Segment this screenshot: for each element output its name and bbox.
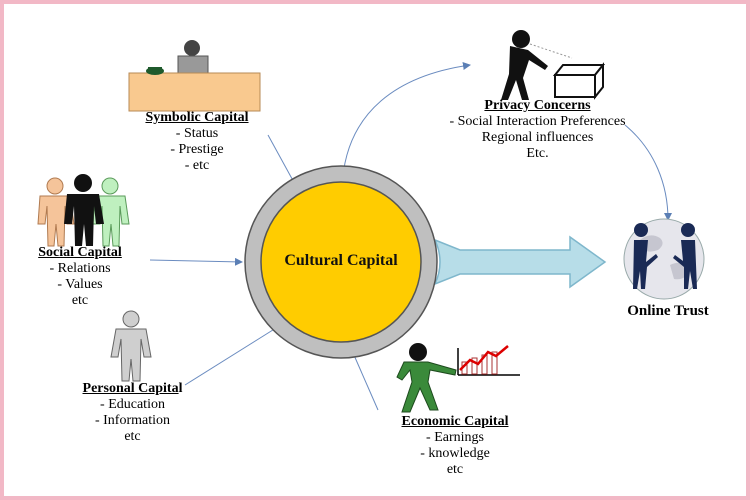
personal-item: - Education bbox=[100, 397, 165, 412]
symbolic-item: - Status bbox=[175, 126, 219, 141]
big-arrow-to-trust bbox=[433, 235, 607, 289]
social-capital-title: Social Capital bbox=[38, 245, 122, 260]
personal-capital-title: Personal Capita bbox=[82, 381, 179, 396]
grey-person-icon bbox=[110, 310, 152, 382]
economic-item: - Earnings bbox=[426, 430, 484, 445]
symbolic-item: - etc bbox=[184, 158, 210, 173]
arrow-privacy-to-trust bbox=[624, 124, 672, 221]
privacy-concerns-title: Privacy Concerns bbox=[484, 98, 591, 113]
social-item: - Values bbox=[57, 277, 103, 292]
desk-person-icon bbox=[128, 40, 261, 112]
person-box-icon bbox=[501, 30, 606, 100]
personal-item: etc bbox=[124, 429, 141, 444]
online-trust-label: Online Trust bbox=[627, 303, 709, 319]
arrow-social-to-center bbox=[149, 257, 243, 266]
privacy-item: - Social Interaction Preferences bbox=[449, 114, 626, 129]
economic-capital-block: Economic Capital - Earnings - knowledge … bbox=[370, 414, 540, 478]
privacy-item: Regional influences bbox=[481, 130, 594, 145]
green-person-chart-icon bbox=[396, 343, 520, 413]
personal-item: - Information bbox=[94, 413, 171, 428]
cultural-capital-label: Cultural Capital bbox=[284, 252, 398, 269]
economic-item: etc bbox=[446, 462, 464, 477]
economic-capital-title: Economic Capital bbox=[401, 414, 509, 429]
cultural-capital-circle bbox=[260, 181, 422, 343]
privacy-concerns-block: Privacy Concerns - Social Interaction Pr… bbox=[400, 98, 675, 162]
symbolic-capital-block: Symbolic Capital - Status - Prestige - e… bbox=[112, 110, 282, 174]
personal-capital-block: Personal Capital - Education - Informati… bbox=[55, 381, 210, 445]
online-trust-globe-icon bbox=[623, 218, 705, 300]
economic-item: - knowledge bbox=[420, 446, 490, 461]
personal-capital-title-tail: l bbox=[178, 381, 183, 396]
arrow-center-to-privacy bbox=[341, 62, 471, 189]
social-item: - Relations bbox=[49, 261, 111, 276]
three-people-icon bbox=[37, 174, 130, 247]
social-capital-block: Social Capital - Relations - Values etc bbox=[10, 245, 150, 309]
symbolic-item: - Prestige bbox=[170, 142, 224, 157]
privacy-item: Etc. bbox=[526, 146, 549, 161]
personal-capital-title-line: Personal Capital bbox=[55, 381, 210, 397]
symbolic-capital-title: Symbolic Capital bbox=[145, 110, 249, 125]
social-item: etc bbox=[71, 293, 89, 308]
